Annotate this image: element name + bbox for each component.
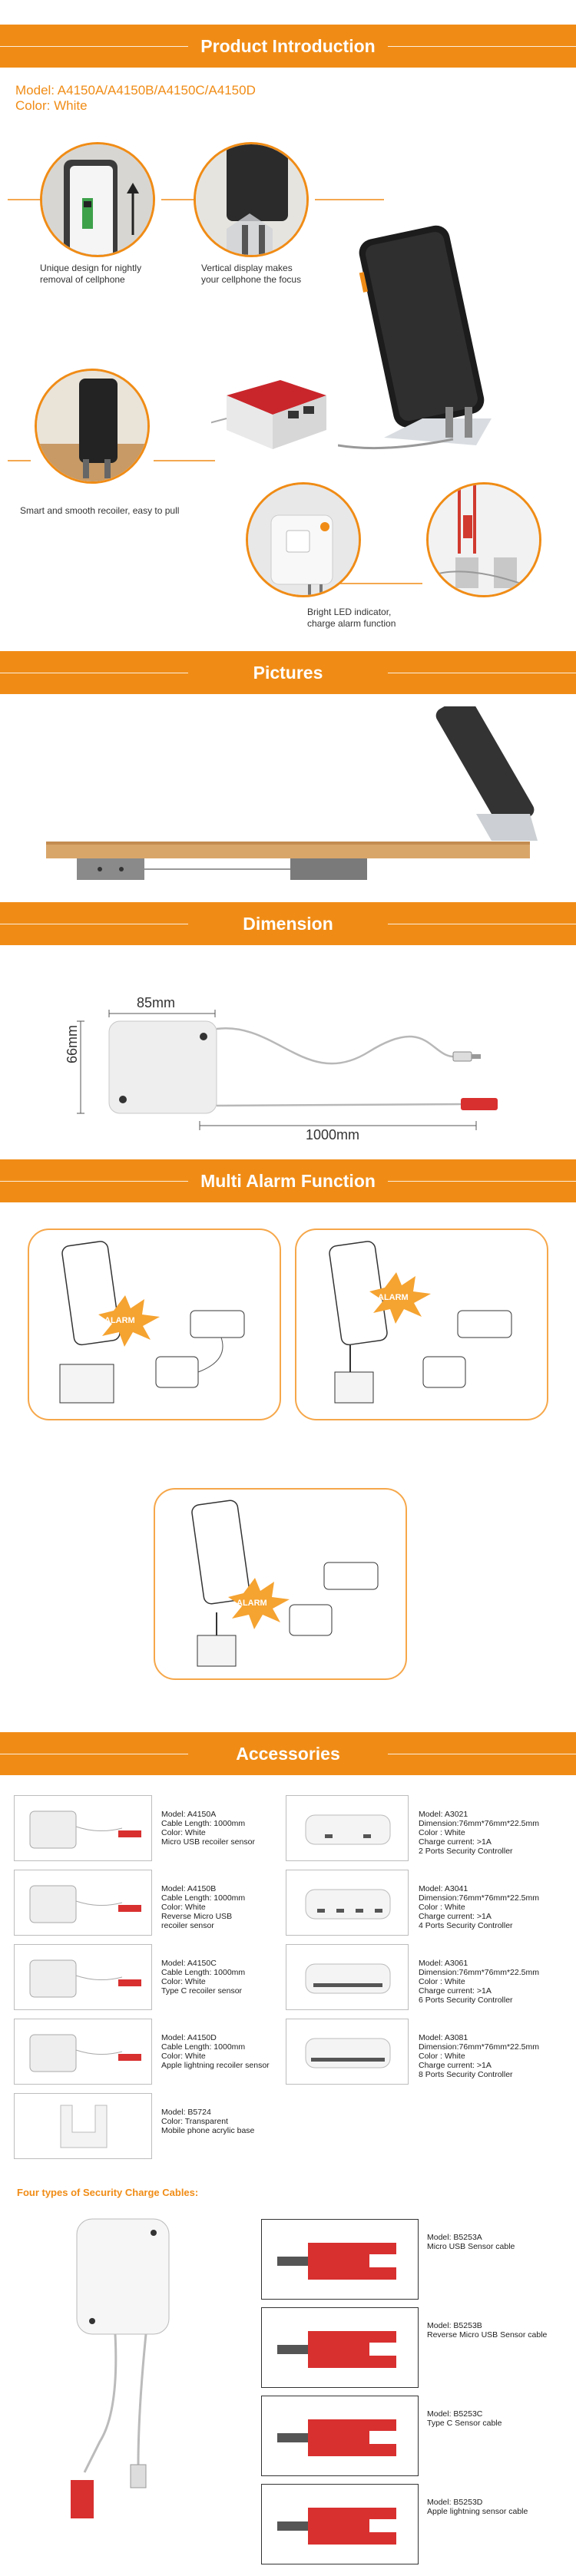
feature-image-sensor	[426, 482, 541, 597]
cable-image-b5253d	[261, 2484, 419, 2564]
section-banner-dimension: Dimension	[0, 902, 576, 945]
alarm-scenario-3: ALARM	[154, 1488, 407, 1680]
section-title: Dimension	[232, 913, 344, 934]
feature-caption-2: Vertical display makes your cellphone th…	[201, 263, 302, 285]
alarm-scenario-1: ALARM	[28, 1228, 281, 1420]
section-banner-intro: Product Introduction	[0, 25, 576, 68]
recoiler-box-image	[211, 380, 326, 449]
cables-title: Four types of Security Charge Cables:	[17, 2187, 199, 2198]
section-title: Product Introduction	[190, 35, 386, 57]
cable-image-b5253b	[261, 2307, 419, 2388]
alarm-badge: ALARM	[237, 1599, 267, 1608]
section-title: Accessories	[225, 1743, 351, 1764]
accessory-image-a4150c	[14, 1944, 152, 2010]
dimension-cable-label: 1000mm	[306, 1127, 360, 1143]
accessory-image-a3061	[286, 1944, 409, 2010]
accessory-image-a3041	[286, 1870, 409, 1936]
alarm-badge: ALARM	[378, 1293, 409, 1302]
dimension-width-label: 85mm	[137, 995, 176, 1010]
section-banner-pictures: Pictures	[0, 651, 576, 694]
section-title: Pictures	[242, 662, 334, 683]
feature-image-led	[246, 482, 361, 597]
feature-caption-4: Bright LED indicator, charge alarm funct…	[307, 607, 396, 629]
section-title: Multi Alarm Function	[190, 1170, 386, 1192]
dimension-drawing	[77, 1010, 498, 1130]
accessory-image-a4150b	[14, 1870, 152, 1936]
feature-image-recoiler	[35, 369, 150, 484]
model-line: Model: A4150A/A4150B/A4150C/A4150D	[15, 83, 256, 98]
accessory-image-b5724	[14, 2093, 152, 2159]
feature-image-night-removal	[40, 142, 155, 257]
alarm-scenario-2: ALARM	[295, 1228, 548, 1420]
feature-caption-3: Smart and smooth recoiler, easy to pull	[20, 505, 180, 516]
feature-caption-1: Unique design for nightly removal of cel…	[40, 263, 142, 285]
phone-on-stand-image	[338, 225, 492, 450]
accessory-image-a3081	[286, 2019, 409, 2085]
section-banner-alarm: Multi Alarm Function	[0, 1159, 576, 1202]
feature-image-vertical-display	[194, 142, 309, 257]
color-line: Color: White	[15, 98, 88, 113]
cable-image-b5253a	[261, 2219, 419, 2300]
cable-image-b5253c	[261, 2396, 419, 2476]
accessory-image-a4150a	[14, 1795, 152, 1861]
accessory-image-a3021	[286, 1795, 409, 1861]
accessory-image-a4150d	[14, 2019, 152, 2085]
alarm-badge: ALARM	[104, 1316, 135, 1325]
sensor-with-cable-image	[71, 2218, 170, 2518]
section-banner-accessories: Accessories	[0, 1732, 576, 1775]
pictures-product-image	[46, 706, 538, 880]
